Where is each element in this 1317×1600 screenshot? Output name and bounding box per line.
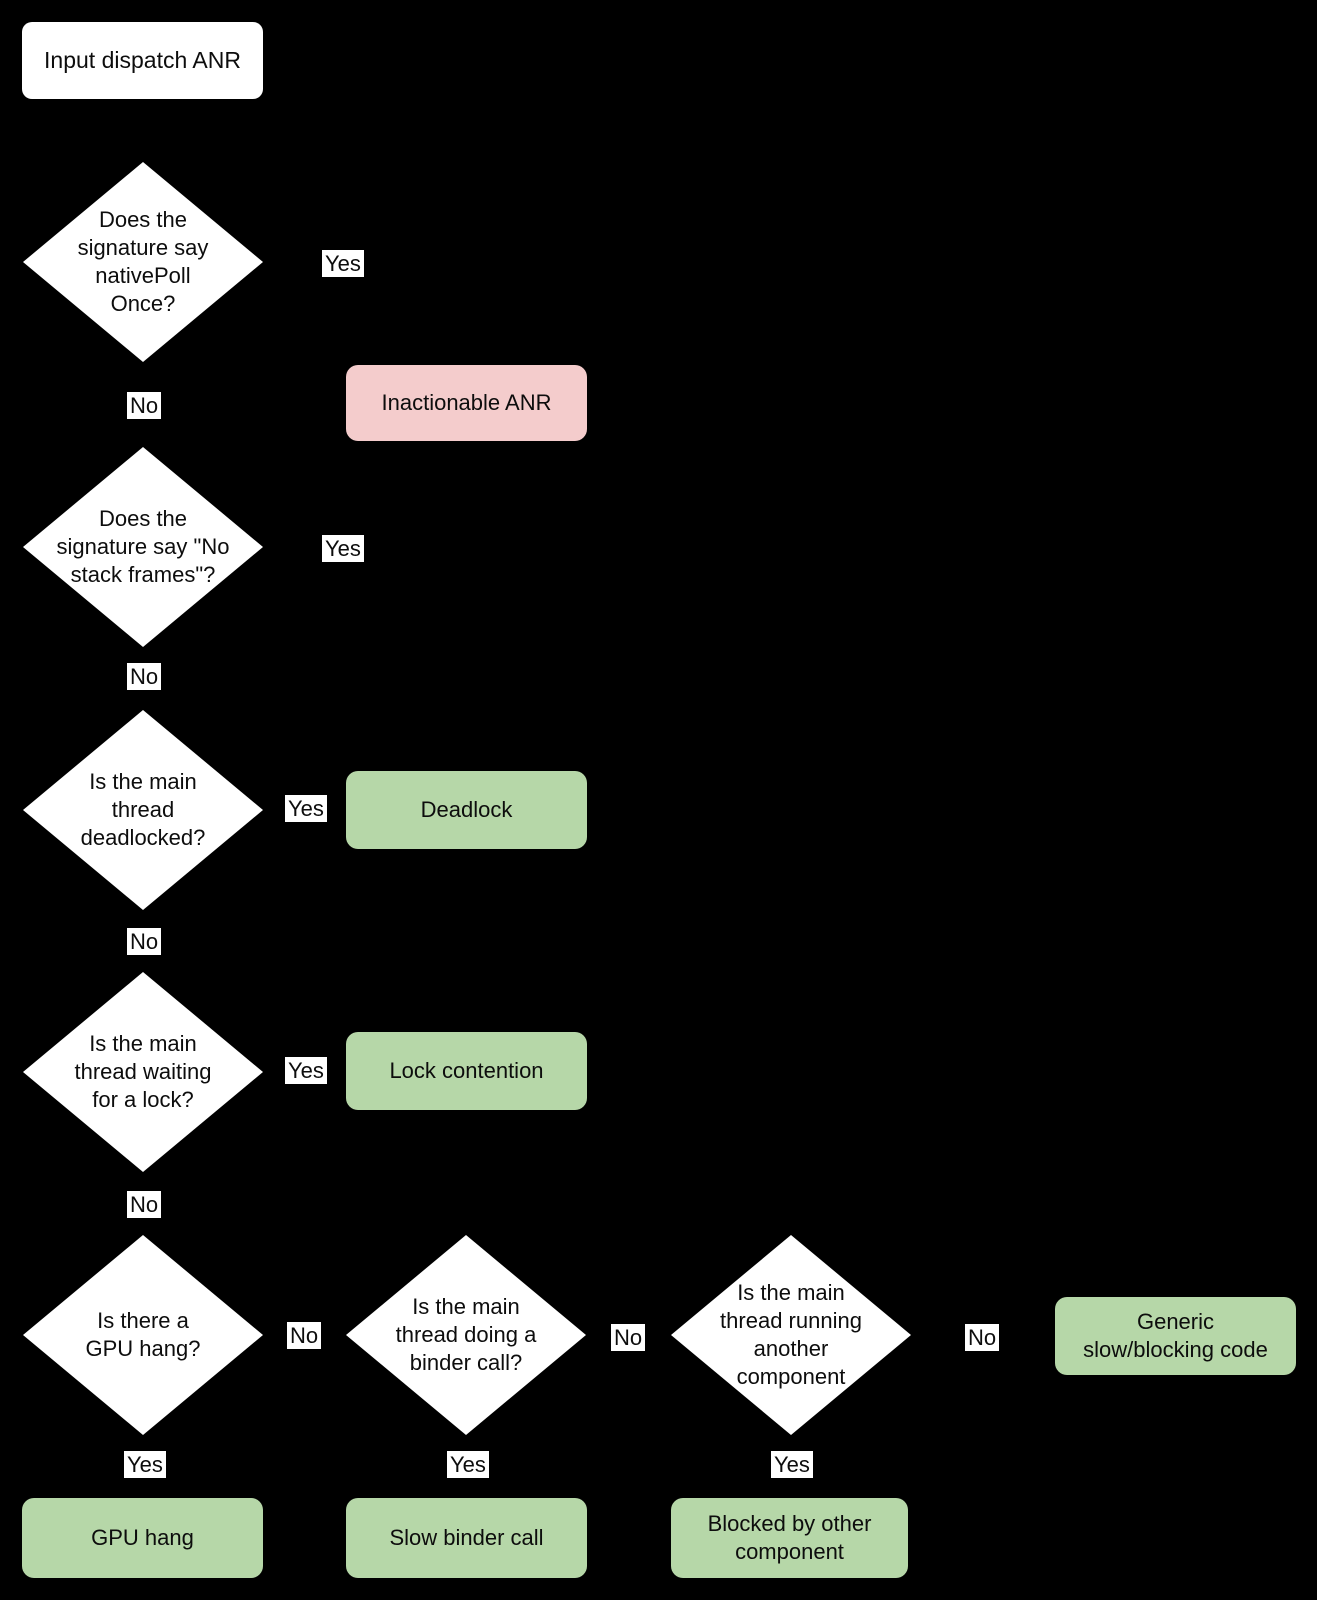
edge-label-gpu-yes: Yes	[124, 1451, 166, 1478]
decision-question: Is there a GPU hang?	[85, 1308, 201, 1361]
decision-question: Is the main thread waiting for a lock?	[74, 1031, 212, 1112]
outcome-lock-contention: Lock contention	[346, 1032, 587, 1110]
edge-label-gpu-no: No	[287, 1322, 322, 1349]
start-node-input-dispatch-anr: Input dispatch ANR	[22, 22, 263, 99]
edge-label-other-component-yes: Yes	[771, 1451, 813, 1478]
decision-question: Is the main thread running another compo…	[720, 1280, 862, 1389]
edge-label-deadlocked-yes: Yes	[285, 795, 327, 822]
edge-label-native-poll-yes: Yes	[322, 250, 364, 277]
edge-label-binder-no: No	[611, 1324, 646, 1351]
edge-label-waiting-lock-yes: Yes	[285, 1057, 327, 1084]
decision-no-stack-frames: Does the signature say "No stack frames"…	[23, 447, 263, 647]
edge-label-no-stack-yes: Yes	[322, 535, 364, 562]
edge-label-waiting-lock-no: No	[127, 1191, 162, 1218]
decision-binder-call: Is the main thread doing a binder call?	[346, 1235, 586, 1435]
edge-label-no-stack-no: No	[127, 663, 162, 690]
outcome-slow-binder-call: Slow binder call	[346, 1498, 587, 1578]
edge-label-deadlocked-no: No	[127, 928, 162, 955]
decision-question: Does the signature say nativePoll Once?	[77, 207, 209, 316]
edge-label-binder-yes: Yes	[447, 1451, 489, 1478]
edge-label-other-component-no: No	[965, 1324, 1000, 1351]
decision-native-poll-once: Does the signature say nativePoll Once?	[23, 162, 263, 362]
outcome-deadlock: Deadlock	[346, 771, 587, 849]
outcome-generic-slow-blocking-code: Generic slow/blocking code	[1055, 1297, 1296, 1375]
outcome-gpu-hang: GPU hang	[22, 1498, 263, 1578]
decision-question: Does the signature say "No stack frames"…	[56, 506, 230, 587]
decision-main-thread-deadlocked: Is the main thread deadlocked?	[23, 710, 263, 910]
outcome-blocked-by-other-component: Blocked by other component	[671, 1498, 908, 1578]
outcome-inactionable-anr: Inactionable ANR	[346, 365, 587, 441]
decision-gpu-hang: Is there a GPU hang?	[23, 1235, 263, 1435]
decision-main-thread-waiting-lock: Is the main thread waiting for a lock?	[23, 972, 263, 1172]
decision-question: Is the main thread doing a binder call?	[395, 1294, 537, 1375]
decision-question: Is the main thread deadlocked?	[80, 769, 206, 850]
edge-label-native-poll-no: No	[127, 392, 162, 419]
decision-running-another-component: Is the main thread running another compo…	[671, 1235, 911, 1435]
